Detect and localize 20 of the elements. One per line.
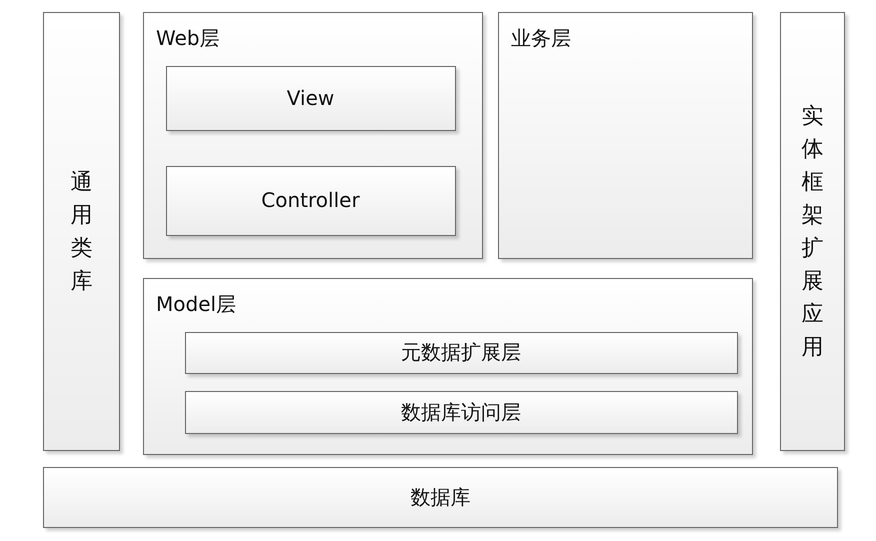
layer-box	[43, 467, 838, 528]
layer-box	[498, 12, 753, 259]
module-box	[184, 390, 738, 434]
box-label: 数据库	[410, 486, 470, 509]
layer-title: 业务层	[511, 27, 571, 50]
box-label: 数据库访问层	[401, 400, 521, 424]
side-panel	[780, 12, 845, 451]
layer-box	[143, 12, 483, 259]
layer-title: Model层	[156, 293, 236, 316]
module-box	[166, 66, 456, 130]
layer-box	[143, 278, 753, 455]
layer-title: Web层	[156, 27, 220, 50]
box-label: View	[286, 86, 334, 110]
module-box	[166, 166, 456, 236]
panel-label: 实体框架扩展应用	[802, 102, 824, 362]
module-box	[184, 332, 738, 374]
side-panel	[43, 12, 120, 451]
panel-label: 通用类库	[70, 168, 92, 296]
box-label: Controller	[261, 189, 360, 212]
box-label: 元数据扩展层	[401, 341, 521, 364]
